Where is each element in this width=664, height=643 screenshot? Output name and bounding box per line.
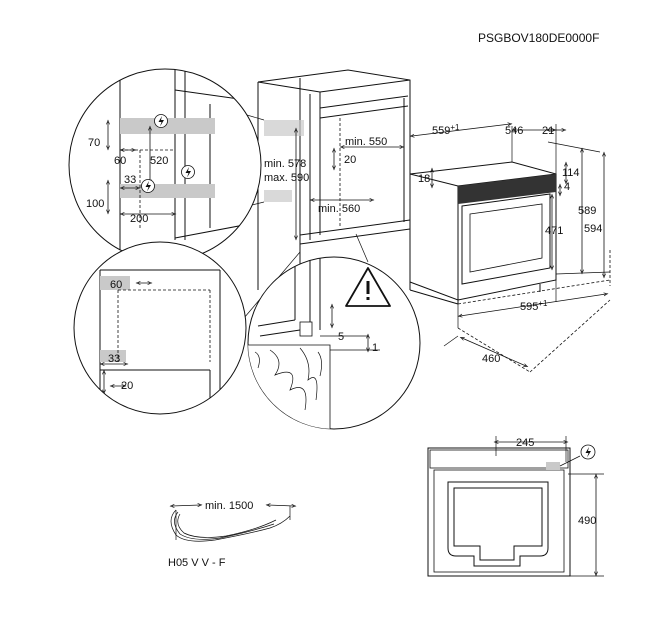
warning-triangle-icon xyxy=(345,267,391,307)
label-559: 559+1 xyxy=(432,123,460,137)
label-min578: min. 578 xyxy=(264,158,306,170)
label-60: 60 xyxy=(114,155,126,167)
detail-left-circle: 60 33 20 xyxy=(73,241,247,415)
label-min1500: min. 1500 xyxy=(205,500,253,512)
lightning-icon xyxy=(141,179,155,193)
label-5: 5 xyxy=(338,331,344,343)
label-60-left: 60 xyxy=(110,279,122,291)
label-100: 100 xyxy=(86,198,104,210)
label-min550: min. 550 xyxy=(345,136,387,148)
cabinet-drawing: min. 550 20 min. 578 max. 590 min. 560 xyxy=(257,69,411,290)
label-18: 18 xyxy=(418,173,430,185)
lightning-icon xyxy=(181,165,195,179)
product-code: PSGBOV180DE0000F xyxy=(478,31,599,45)
label-1: 1 xyxy=(372,342,378,354)
detail-bottom-circle: 5 1 xyxy=(247,256,421,430)
label-471: 471 xyxy=(545,225,563,237)
label-490: 490 xyxy=(578,515,596,527)
oven-back-drawing: 245 490 xyxy=(427,436,604,577)
label-245: 245 xyxy=(516,437,534,449)
cable-drawing: min. 1500 H05 V V - F xyxy=(168,500,294,569)
label-114: 114 xyxy=(562,167,580,179)
oven-drawing: 559+1 546 21 18 114 4 589 594 471 595+1 … xyxy=(409,123,611,373)
label-cable-type: H05 V V - F xyxy=(168,557,226,569)
label-460: 460 xyxy=(482,353,500,365)
label-20: 20 xyxy=(344,154,356,166)
label-33-left: 33 xyxy=(108,353,120,365)
label-595: 595+1 xyxy=(520,299,548,313)
label-4: 4 xyxy=(564,181,570,193)
label-589: 589 xyxy=(578,205,596,217)
label-70: 70 xyxy=(88,137,100,149)
lightning-icon xyxy=(154,114,168,128)
label-546: 546 xyxy=(505,125,523,137)
label-200: 200 xyxy=(130,213,148,225)
label-20-left: 20 xyxy=(121,380,133,392)
label-594: 594 xyxy=(584,223,602,235)
label-min560: min. 560 xyxy=(318,203,360,215)
label-max590: max. 590 xyxy=(264,172,309,184)
detail-top-circle: 70 60 520 33 100 200 xyxy=(68,68,262,262)
label-21: 21 xyxy=(542,125,554,137)
lightning-icon xyxy=(580,444,596,460)
label-520: 520 xyxy=(150,155,168,167)
label-33: 33 xyxy=(124,174,136,186)
